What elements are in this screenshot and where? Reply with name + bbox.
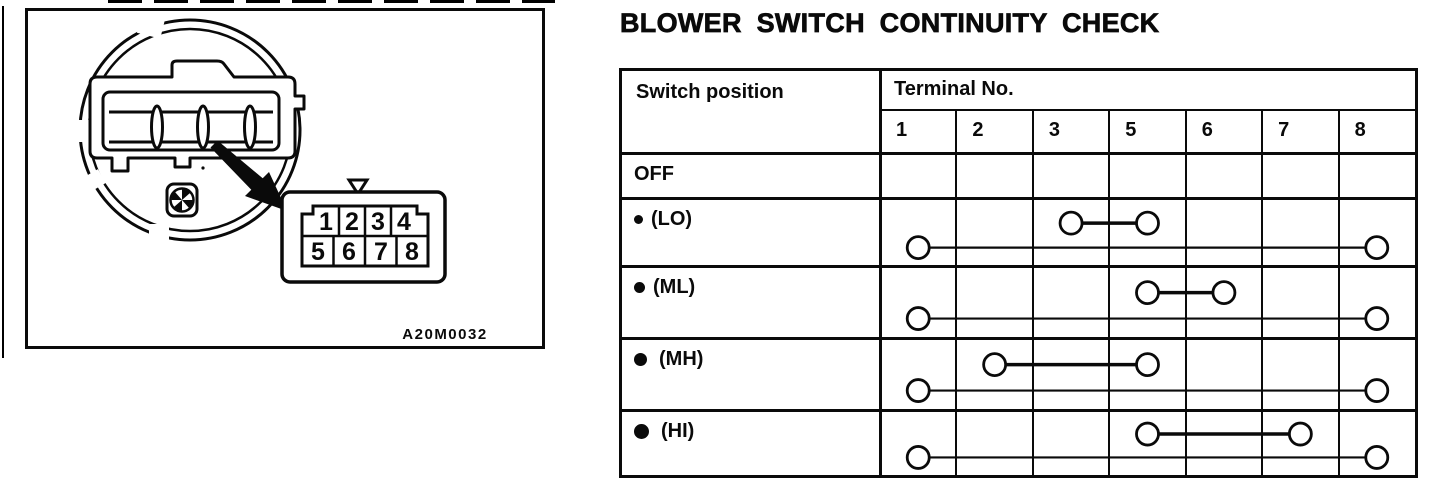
terminal-column-divider: [1337, 110, 1340, 475]
terminal-col-header-5: 5: [1125, 119, 1137, 141]
scan-speck: [201, 166, 205, 170]
row-label-off: OFF: [634, 161, 674, 187]
continuity-circle: [1364, 378, 1390, 403]
terminal-col-header-8: 8: [1354, 119, 1366, 141]
switch-knob-dot-icon: [634, 423, 649, 439]
row-label-text: (MH): [659, 347, 704, 370]
switch-knob-dot-icon: [634, 352, 647, 366]
terminal-column-divider: [1031, 110, 1034, 475]
row-label-ml: (ML): [634, 274, 695, 300]
row-label-text: (LO): [651, 207, 693, 230]
scan-artifact-left: [2, 6, 4, 358]
terminal-channel: [101, 90, 281, 152]
continuity-circle: [1211, 280, 1237, 306]
switch-knob-dot-icon: [634, 214, 643, 224]
terminal-col-header-1: 1: [896, 119, 908, 141]
pin-cell-number: 4: [397, 208, 411, 236]
continuity-circle: [1287, 421, 1313, 447]
terminal-col-header-3: 3: [1048, 119, 1060, 141]
pin-cell-number: 3: [371, 208, 385, 236]
row-label-text: (ML): [653, 275, 696, 298]
terminal-col-header-6: 6: [1201, 119, 1213, 141]
row-label-text: OFF: [634, 162, 674, 185]
continuity-circle: [905, 235, 931, 261]
page-title: BLOWER SWITCH CONTINUITY CHECK: [620, 8, 1160, 39]
row-label-mh: (MH): [634, 346, 703, 372]
continuity-circle: [1058, 210, 1084, 236]
pin-cell-number: 1: [319, 208, 333, 236]
pin-grid-lines: [302, 206, 428, 266]
row-label-lo: (LO): [634, 206, 692, 232]
continuity-circle: [1135, 210, 1160, 236]
connector-figure: 1 2 3 4 5 6 7 8 A20M0032: [25, 8, 545, 349]
terminal-column-divider: [1261, 110, 1264, 475]
row-divider: [622, 408, 1415, 412]
continuity-circle: [1364, 235, 1390, 261]
terminal-column-divider: [1108, 110, 1111, 475]
header-divider: [622, 151, 1415, 155]
position-marker-icon: [346, 178, 370, 197]
row-divider: [622, 264, 1415, 268]
pin-cell-number: 5: [311, 238, 325, 266]
row-divider: [622, 336, 1415, 340]
switch-position-header: Switch position: [636, 81, 784, 103]
fan-icon: [165, 182, 199, 218]
pin-connector: 1 2 3 4 5 6 7 8: [280, 178, 447, 284]
continuity-row-overlay-hi: [905, 421, 1390, 470]
figure-code: A20M0032: [402, 326, 487, 343]
continuity-circle: [1135, 421, 1160, 447]
terminal-pins: [150, 104, 257, 150]
pointer-arrow-icon: [210, 140, 287, 211]
continuity-circle: [1135, 280, 1160, 306]
column-divider: [878, 71, 882, 475]
pin-cell-number: 7: [374, 238, 388, 266]
terminal-column-divider: [955, 110, 958, 475]
continuity-circle: [982, 352, 1008, 378]
continuity-row-overlay-lo: [905, 210, 1390, 261]
continuity-circle: [1135, 352, 1160, 378]
row-divider: [622, 196, 1415, 200]
terminal-col-header-2: 2: [972, 119, 984, 141]
continuity-circle: [905, 306, 931, 331]
terminal-no-header: Terminal No.: [894, 78, 1014, 100]
row-label-text: (HI): [661, 419, 695, 442]
continuity-circle: [905, 445, 931, 470]
terminal-col-header-7: 7: [1278, 119, 1290, 141]
pin-cell-number: 2: [345, 208, 359, 236]
terminal-subheader-divider: [880, 109, 1415, 111]
continuity-circle: [1364, 306, 1390, 331]
row-label-hi: (HI): [634, 418, 694, 444]
scan-artifact-top: [108, 0, 555, 3]
continuity-circle: [1364, 445, 1390, 470]
continuity-row-overlay-mh: [905, 352, 1390, 403]
continuity-row-overlay-ml: [905, 280, 1390, 331]
switch-knob-dot-icon: [634, 281, 645, 293]
blower-switch-drawing: 1 2 3 4 5 6 7 8 A20M0032: [25, 8, 545, 349]
pin-cell-number: 6: [342, 238, 356, 266]
pin-cell-number: 8: [405, 238, 419, 266]
continuity-circle: [905, 378, 931, 403]
